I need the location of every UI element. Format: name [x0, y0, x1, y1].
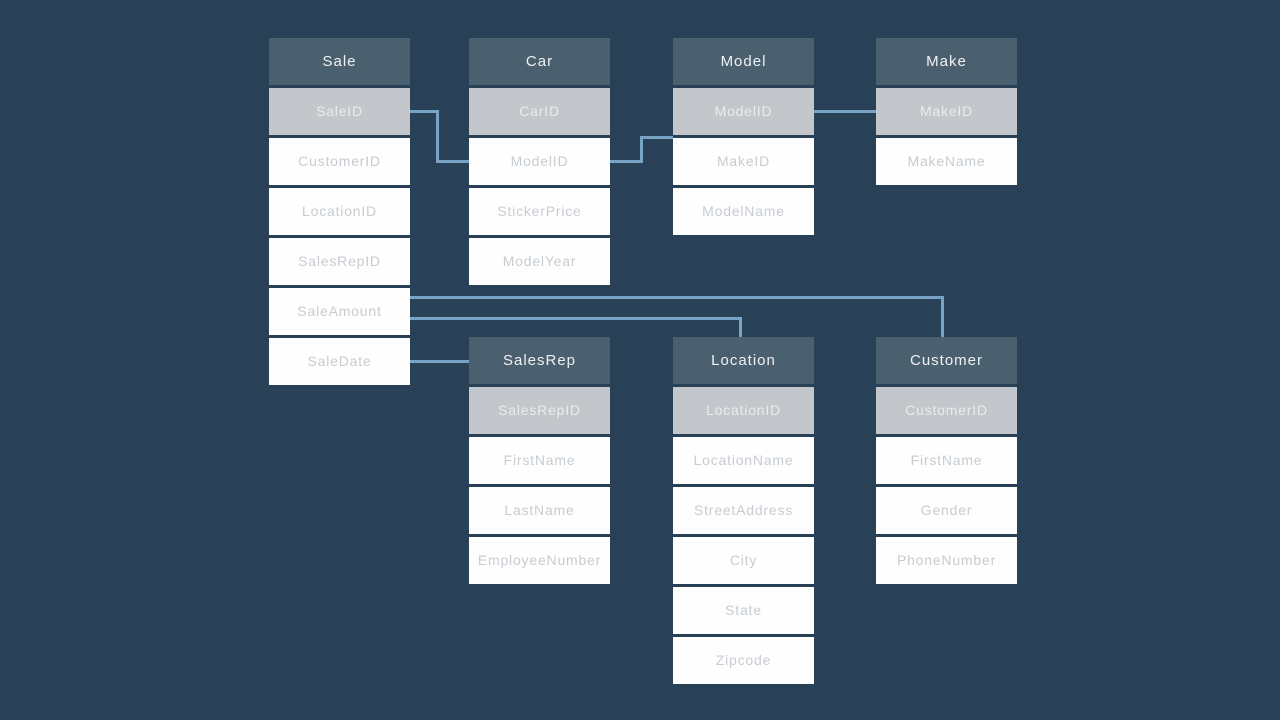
field-salesrep-firstname: FirstName	[469, 437, 610, 484]
connector-sale-location-seg1	[410, 317, 742, 320]
field-customer-firstname: FirstName	[876, 437, 1017, 484]
field-location-state: State	[673, 587, 814, 634]
field-model-makeid: MakeID	[673, 138, 814, 185]
field-location-city: City	[673, 537, 814, 584]
field-make-makename: MakeName	[876, 138, 1017, 185]
field-car-modelyear: ModelYear	[469, 238, 610, 285]
table-salesrep: SalesRep SalesRepID FirstName LastName E…	[469, 337, 610, 587]
field-car-stickerprice: StickerPrice	[469, 188, 610, 235]
field-model-modelname: ModelName	[673, 188, 814, 235]
connector-car-model-seg3	[640, 136, 673, 139]
field-customer-gender: Gender	[876, 487, 1017, 534]
table-make-title: Make	[876, 38, 1017, 85]
field-sale-locationid: LocationID	[269, 188, 410, 235]
field-location-streetaddress: StreetAddress	[673, 487, 814, 534]
field-salesrep-employeenumber: EmployeeNumber	[469, 537, 610, 584]
table-sale-title: Sale	[269, 38, 410, 85]
connector-car-model-seg1	[610, 160, 643, 163]
table-location: Location LocationID LocationName StreetA…	[673, 337, 814, 687]
connector-sale-car-seg3	[436, 160, 469, 163]
field-salesrep-lastname: LastName	[469, 487, 610, 534]
field-location-zipcode: Zipcode	[673, 637, 814, 684]
table-make: Make MakeID MakeName	[876, 38, 1017, 188]
field-model-modelid: ModelID	[673, 88, 814, 135]
field-make-makeid: MakeID	[876, 88, 1017, 135]
field-location-locationname: LocationName	[673, 437, 814, 484]
field-sale-salesrepid: SalesRepID	[269, 238, 410, 285]
field-location-locationid: LocationID	[673, 387, 814, 434]
connector-sale-customer-seg2	[941, 296, 944, 337]
table-sale: Sale SaleID CustomerID LocationID SalesR…	[269, 38, 410, 388]
connector-sale-location-seg2	[739, 317, 742, 337]
table-customer: Customer CustomerID FirstName Gender Pho…	[876, 337, 1017, 587]
field-salesrep-salesrepid: SalesRepID	[469, 387, 610, 434]
field-sale-saleamount: SaleAmount	[269, 288, 410, 335]
table-model: Model ModelID MakeID ModelName	[673, 38, 814, 238]
field-sale-saleid: SaleID	[269, 88, 410, 135]
connector-sale-salesrep-seg1	[410, 360, 469, 363]
field-car-carid: CarID	[469, 88, 610, 135]
connector-sale-car-seg1	[410, 110, 439, 113]
connector-make-model-seg1	[810, 110, 877, 113]
field-customer-phonenumber: PhoneNumber	[876, 537, 1017, 584]
connector-car-model-seg2	[640, 136, 643, 163]
field-car-modelid: ModelID	[469, 138, 610, 185]
connector-sale-customer-seg1	[410, 296, 944, 299]
table-car: Car CarID ModelID StickerPrice ModelYear	[469, 38, 610, 288]
field-sale-saledate: SaleDate	[269, 338, 410, 385]
field-customer-customerid: CustomerID	[876, 387, 1017, 434]
table-customer-title: Customer	[876, 337, 1017, 384]
table-car-title: Car	[469, 38, 610, 85]
field-sale-customerid: CustomerID	[269, 138, 410, 185]
table-salesrep-title: SalesRep	[469, 337, 610, 384]
table-model-title: Model	[673, 38, 814, 85]
connector-sale-car-seg2	[436, 110, 439, 163]
table-location-title: Location	[673, 337, 814, 384]
